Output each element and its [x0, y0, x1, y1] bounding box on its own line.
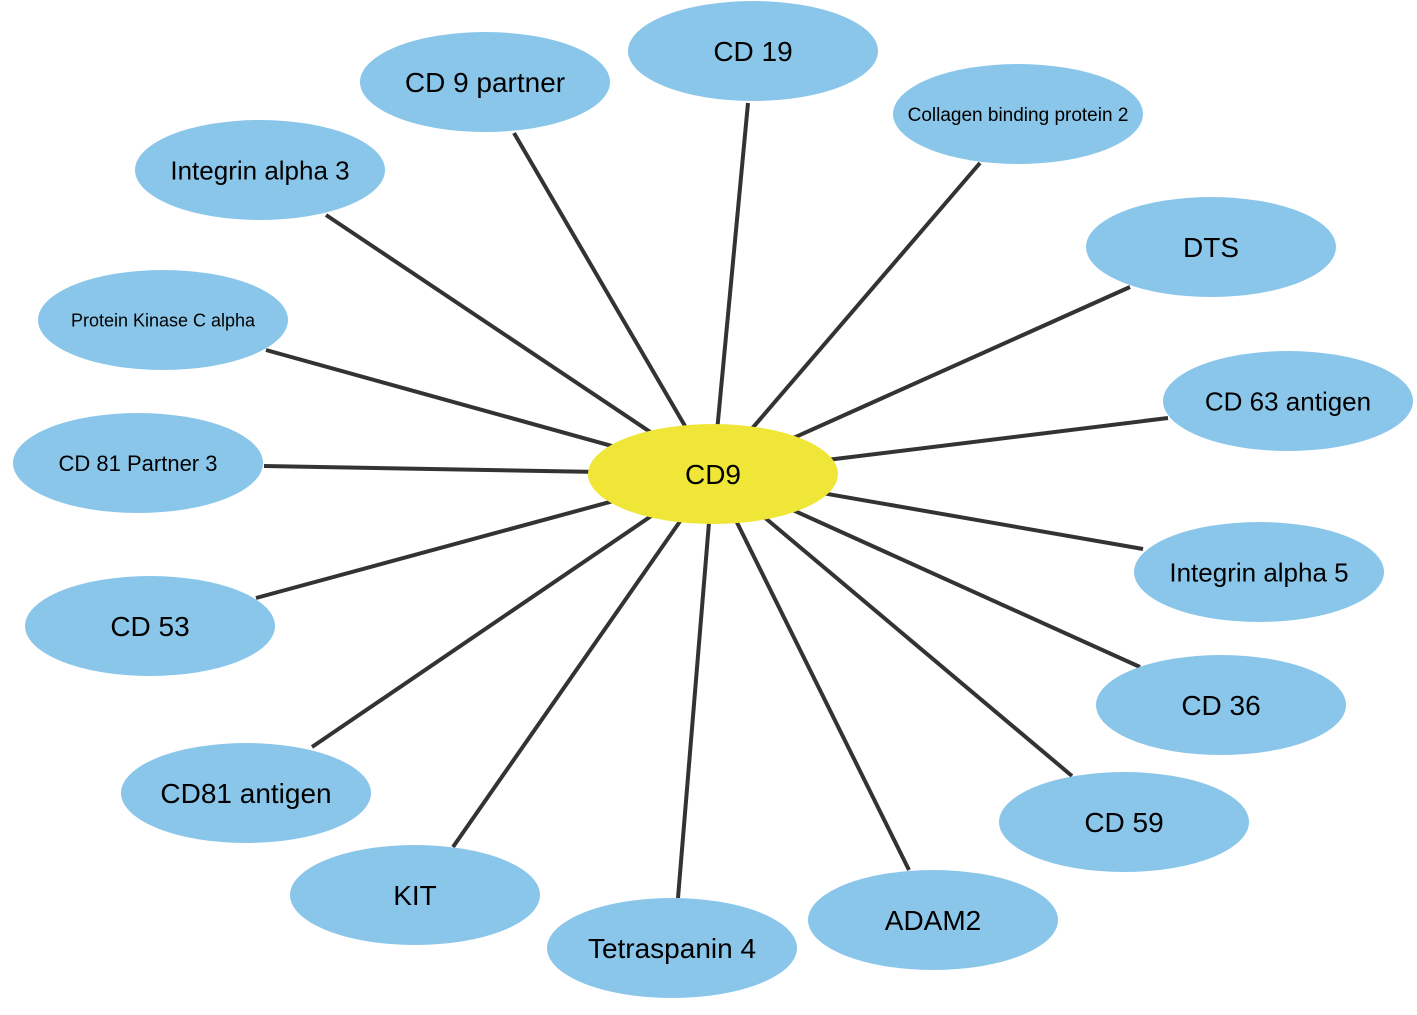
node-cd19: CD 19 [628, 1, 878, 101]
node-ellipse-integrin-alpha-5 [1134, 522, 1384, 622]
node-label-cd59: CD 59 [1084, 807, 1163, 838]
edge-cd9-cd19 [715, 102, 750, 427]
node-label-integrin-alpha-5: Integrin alpha 5 [1169, 557, 1348, 587]
node-label-cd19: CD 19 [713, 36, 792, 67]
node-integrin-alpha-3: Integrin alpha 3 [135, 120, 385, 220]
node-ellipse-integrin-alpha-3 [135, 120, 385, 220]
node-label-protein-kinase-c-alpha: Protein Kinase C alpha [71, 310, 256, 330]
node-label-kit: KIT [393, 880, 437, 911]
edge-cd9-cd59 [763, 515, 1074, 778]
node-ellipse-tetraspanin-4 [547, 898, 797, 998]
edge-cd9-cd9-partner [512, 131, 688, 429]
node-cd36: CD 36 [1096, 655, 1346, 755]
center-node-label: CD9 [685, 459, 741, 490]
edge-cd9-dts [792, 285, 1131, 441]
node-label-cd81-partner-3: CD 81 Partner 3 [59, 451, 218, 476]
node-protein-kinase-c-alpha: Protein Kinase C alpha [38, 270, 288, 370]
node-ellipse-cd59 [999, 772, 1249, 872]
node-cd81-partner-3: CD 81 Partner 3 [13, 413, 263, 513]
node-ellipse-collagen-binding-protein-2 [893, 64, 1143, 164]
node-ellipse-cd63-antigen [1163, 351, 1413, 451]
center-node-ellipse [588, 424, 838, 524]
center-node: CD9 [588, 424, 838, 524]
node-label-dts: DTS [1183, 232, 1239, 263]
node-kit: KIT [290, 845, 540, 945]
node-ellipse-cd9-partner [360, 32, 610, 132]
edge-cd9-tetraspanin-4 [676, 521, 712, 899]
node-label-integrin-alpha-3: Integrin alpha 3 [170, 155, 349, 185]
node-dts: DTS [1086, 197, 1336, 297]
node-label-tetraspanin-4: Tetraspanin 4 [588, 933, 756, 964]
node-label-cd81-antigen: CD81 antigen [160, 778, 331, 809]
node-cd9-partner: CD 9 partner [360, 32, 610, 132]
edge-cd9-cd63-antigen [827, 416, 1169, 462]
edge-cd9-cd81-partner-3 [263, 464, 594, 474]
node-ellipse-cd81-antigen [121, 743, 371, 843]
edge-cd9-cd53 [255, 499, 615, 600]
node-ellipse-kit [290, 845, 540, 945]
node-adam2: ADAM2 [808, 870, 1058, 970]
node-label-cd36: CD 36 [1181, 690, 1260, 721]
edge-cd9-integrin-alpha-5 [822, 491, 1144, 551]
node-cd81-antigen: CD81 antigen [121, 743, 371, 843]
node-collagen-binding-protein-2: Collagen binding protein 2 [893, 64, 1143, 164]
node-ellipse-cd36 [1096, 655, 1346, 755]
node-tetraspanin-4: Tetraspanin 4 [547, 898, 797, 998]
edge-cd9-cd81-antigen [310, 513, 654, 749]
node-label-cd63-antigen: CD 63 antigen [1205, 386, 1371, 416]
edge-cd9-protein-kinase-c-alpha [265, 348, 615, 449]
node-ellipse-cd53 [25, 576, 275, 676]
edge-cd9-cd36 [791, 508, 1141, 669]
node-ellipse-adam2 [808, 870, 1058, 970]
node-ellipse-cd19 [628, 1, 878, 101]
edge-cd9-adam2 [734, 520, 911, 871]
node-ellipse-cd81-partner-3 [13, 413, 263, 513]
edge-cd9-kit [451, 519, 683, 849]
node-ellipse-protein-kinase-c-alpha [38, 270, 288, 370]
node-label-cd53: CD 53 [110, 611, 189, 642]
node-cd53: CD 53 [25, 576, 275, 676]
edge-cd9-collagen-binding-protein-2 [750, 161, 982, 430]
nodes: CD 19 Collagen binding protein 2 DTS CD 63 … [13, 1, 1413, 998]
node-cd59: CD 59 [999, 772, 1249, 872]
node-label-adam2: ADAM2 [885, 905, 981, 936]
node-label-cd9-partner: CD 9 partner [405, 67, 565, 98]
edges [255, 102, 1169, 899]
node-integrin-alpha-5: Integrin alpha 5 [1134, 522, 1384, 622]
node-cd63-antigen: CD 63 antigen [1163, 351, 1413, 451]
node-label-collagen-binding-protein-2: Collagen binding protein 2 [908, 105, 1129, 126]
edge-cd9-integrin-alpha-3 [324, 213, 653, 435]
node-ellipse-dts [1086, 197, 1336, 297]
